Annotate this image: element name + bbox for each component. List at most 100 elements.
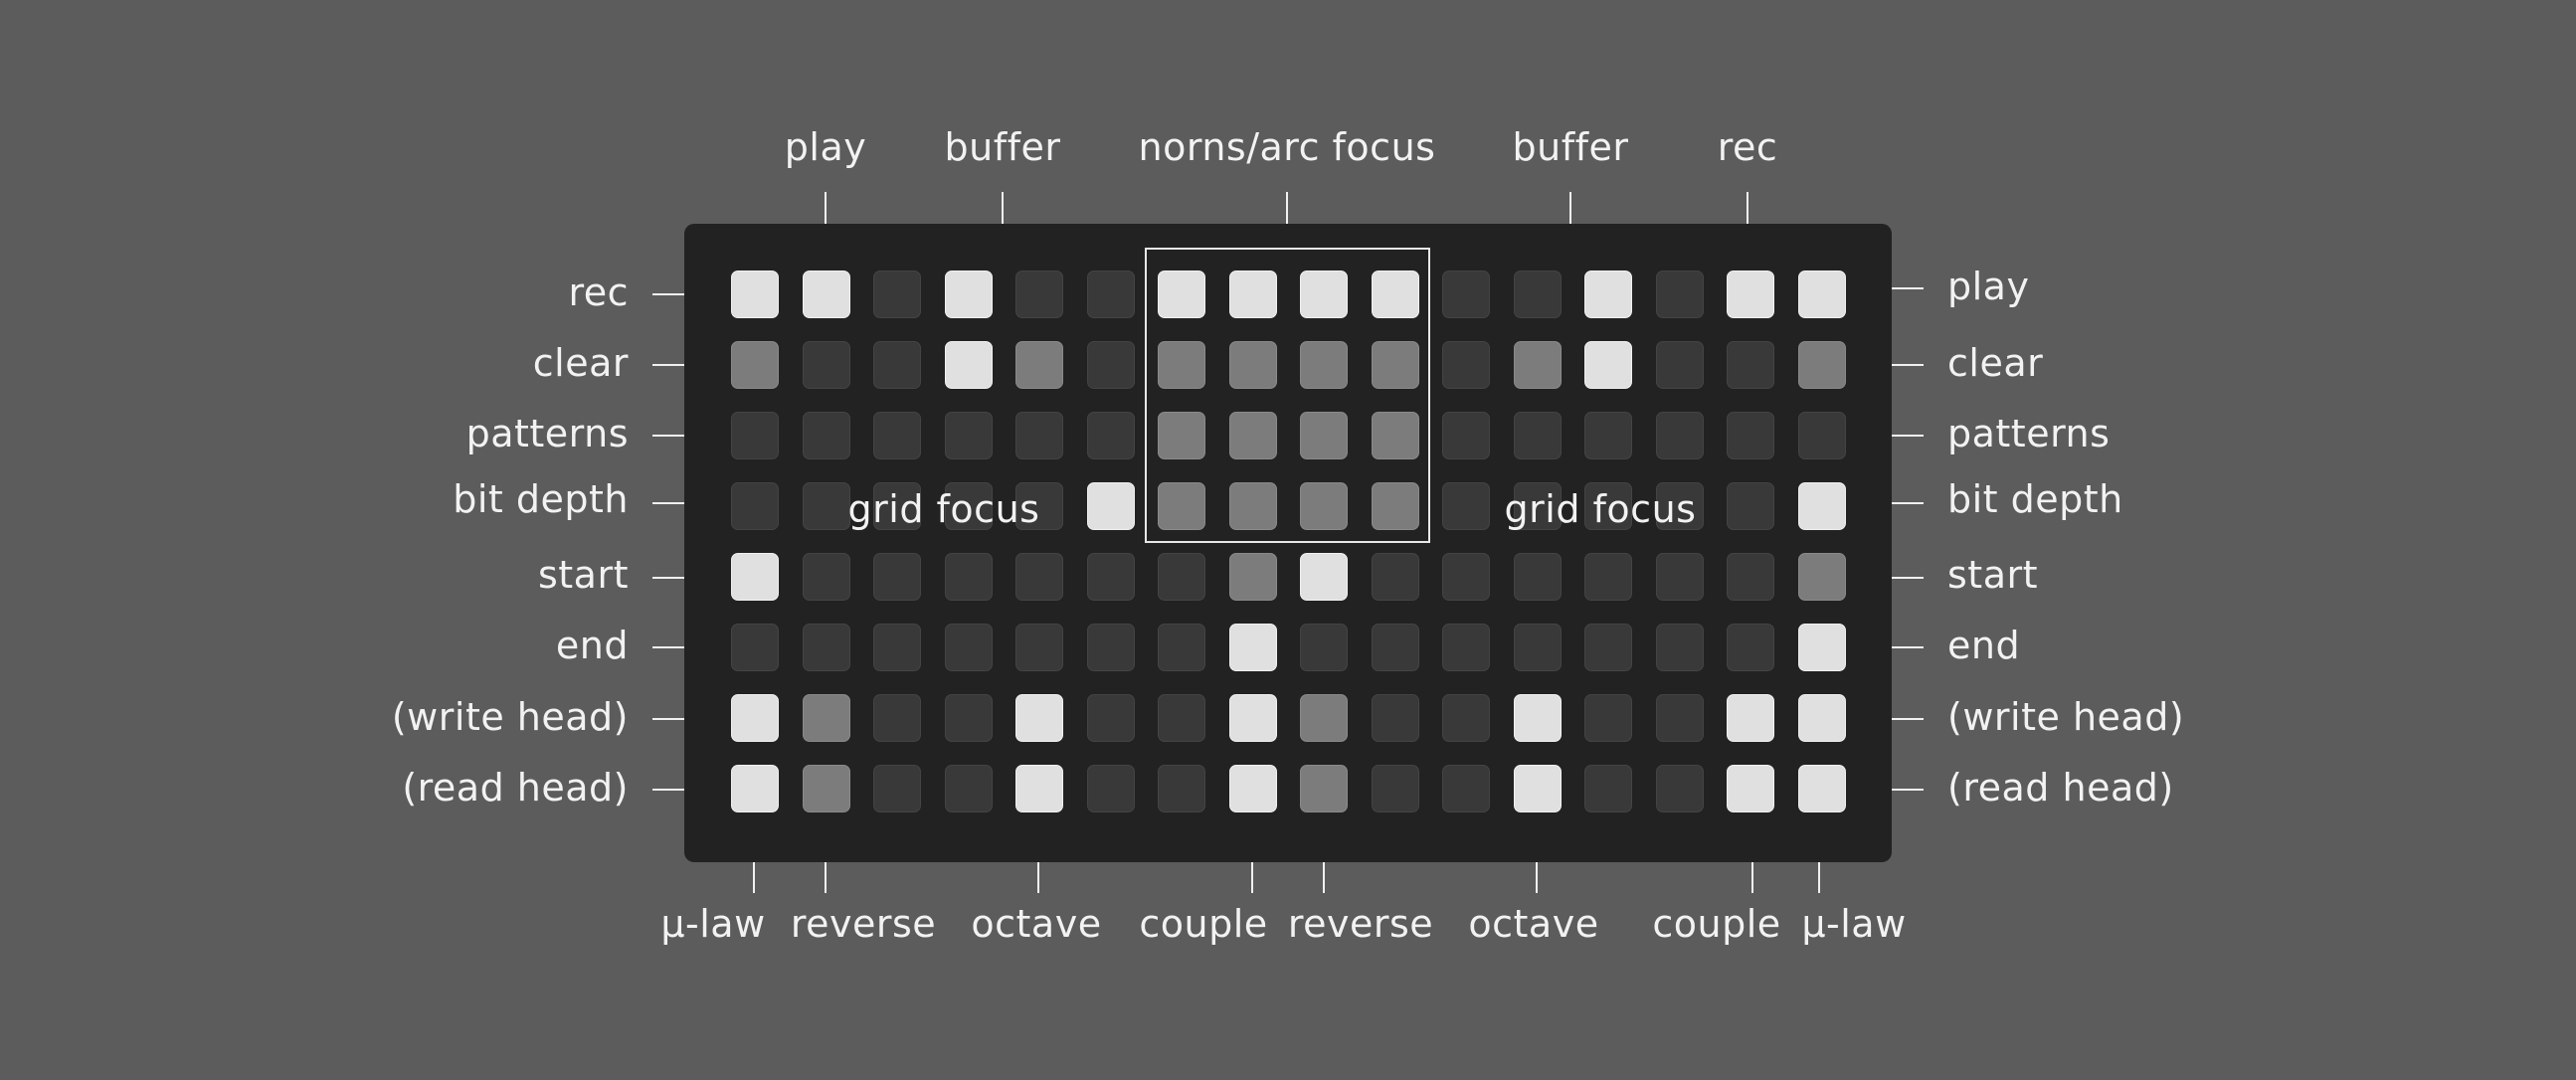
grid-pad: [944, 482, 993, 530]
grid-pad: [1513, 553, 1562, 601]
grid-pad: [1158, 553, 1205, 601]
bottom-label-couple-right: couple: [1652, 902, 1781, 946]
grid-pad: [802, 765, 850, 812]
grid-pad: [944, 553, 993, 601]
grid-pad: [873, 765, 921, 812]
grid-pad: [802, 482, 850, 530]
inner-label-grid-focus-right: grid focus: [1504, 487, 1697, 531]
row-label-right-end: end: [1947, 624, 2021, 667]
grid-pad: [1442, 412, 1490, 459]
grid-pad: [1300, 412, 1348, 459]
grid-pad: [1086, 694, 1135, 742]
grid-pad: [1584, 765, 1632, 812]
grid-pad: [1015, 482, 1063, 530]
grid-pad: [873, 270, 921, 318]
grid-pad: [802, 341, 850, 389]
row-label-right-write-head: (write head): [1947, 695, 2185, 739]
grid-pad: [1513, 412, 1562, 459]
grid-pad: [944, 765, 993, 812]
grid-pad: [1655, 270, 1704, 318]
grid-pad: [1797, 341, 1846, 389]
grid-pad: [873, 553, 921, 601]
row-label-left-patterns: patterns: [465, 412, 629, 455]
grid-pad: [1442, 624, 1490, 671]
grid-pad: [1584, 412, 1632, 459]
grid-pad: [1513, 624, 1562, 671]
grid-pad: [1158, 694, 1205, 742]
norns-arc-focus-box: [1145, 248, 1430, 543]
grid-pad: [1086, 765, 1135, 812]
grid-pad: [1300, 694, 1348, 742]
grid-pad: [731, 694, 779, 742]
row-label-left-end: end: [555, 624, 629, 667]
grid-pad: [1797, 270, 1846, 318]
row-label-right-start: start: [1947, 553, 2039, 597]
grid-pad: [1015, 765, 1063, 812]
grid-pad: [1655, 624, 1704, 671]
top-label-buffer-left: buffer: [944, 125, 1061, 169]
grid-pad: [1228, 341, 1277, 389]
row-label-right-read-head: (read head): [1947, 766, 2174, 810]
grid-pad: [802, 553, 850, 601]
grid-pad: [1228, 270, 1277, 318]
grid-pad: [1584, 624, 1632, 671]
grid-pad: [1015, 412, 1063, 459]
grid-pad: [802, 270, 850, 318]
grid-pad: [1086, 624, 1135, 671]
top-label-play: play: [784, 125, 867, 169]
grid-pad: [1797, 694, 1846, 742]
row-label-right-play: play: [1947, 265, 2030, 308]
grid-pad: [1655, 482, 1704, 530]
grid-pad: [1727, 341, 1774, 389]
grid-pad: [1228, 412, 1277, 459]
grid-pad: [1158, 270, 1205, 318]
grid-pad: [873, 624, 921, 671]
grid-pad: [1797, 553, 1846, 601]
grid-pad: [1086, 553, 1135, 601]
grid-pad: [1442, 482, 1490, 530]
grid-pad: [873, 341, 921, 389]
grid-pad: [1015, 553, 1063, 601]
grid-pad: [1228, 624, 1277, 671]
grid-pad: [1158, 482, 1205, 530]
grid-pad: [1300, 341, 1348, 389]
row-label-left-clear: clear: [532, 341, 629, 385]
grid-pad: [1371, 482, 1419, 530]
row-label-left-read-head: (read head): [402, 766, 629, 810]
bottom-label-octave-right: octave: [1468, 902, 1599, 946]
grid-pad: [1584, 694, 1632, 742]
grid-pad: [944, 270, 993, 318]
grid-pad: [1655, 765, 1704, 812]
bottom-label-octave-left: octave: [971, 902, 1102, 946]
grid-pad: [1797, 482, 1846, 530]
grid-pad: [1086, 341, 1135, 389]
grid-pad: [1797, 765, 1846, 812]
grid-pad: [731, 482, 779, 530]
grid-pad: [1371, 412, 1419, 459]
grid-pad: [802, 624, 850, 671]
grid-pad: [1300, 482, 1348, 530]
grid-pad: [944, 412, 993, 459]
top-label-rec: rec: [1717, 125, 1778, 169]
grid-pad: [1727, 270, 1774, 318]
grid-pad: [731, 341, 779, 389]
row-label-right-patterns: patterns: [1947, 412, 2111, 455]
grid-pad: [944, 341, 993, 389]
grid-pad: [1015, 694, 1063, 742]
grid-pad: [1655, 341, 1704, 389]
grid-pad: [1584, 553, 1632, 601]
grid-pad: [1727, 765, 1774, 812]
grid-pad: [1584, 270, 1632, 318]
bottom-label-couple-left: couple: [1139, 902, 1268, 946]
grid-pad: [1655, 412, 1704, 459]
grid-pad: [731, 270, 779, 318]
grid-pad: [1727, 412, 1774, 459]
grid-pad: [731, 624, 779, 671]
grid-pad: [1371, 624, 1419, 671]
grid-pad: [1727, 553, 1774, 601]
grid-pad: [802, 412, 850, 459]
grid-pad: [1300, 270, 1348, 318]
grid-pad: [873, 482, 921, 530]
grid-pad: [1442, 553, 1490, 601]
grid-pad: [1655, 694, 1704, 742]
